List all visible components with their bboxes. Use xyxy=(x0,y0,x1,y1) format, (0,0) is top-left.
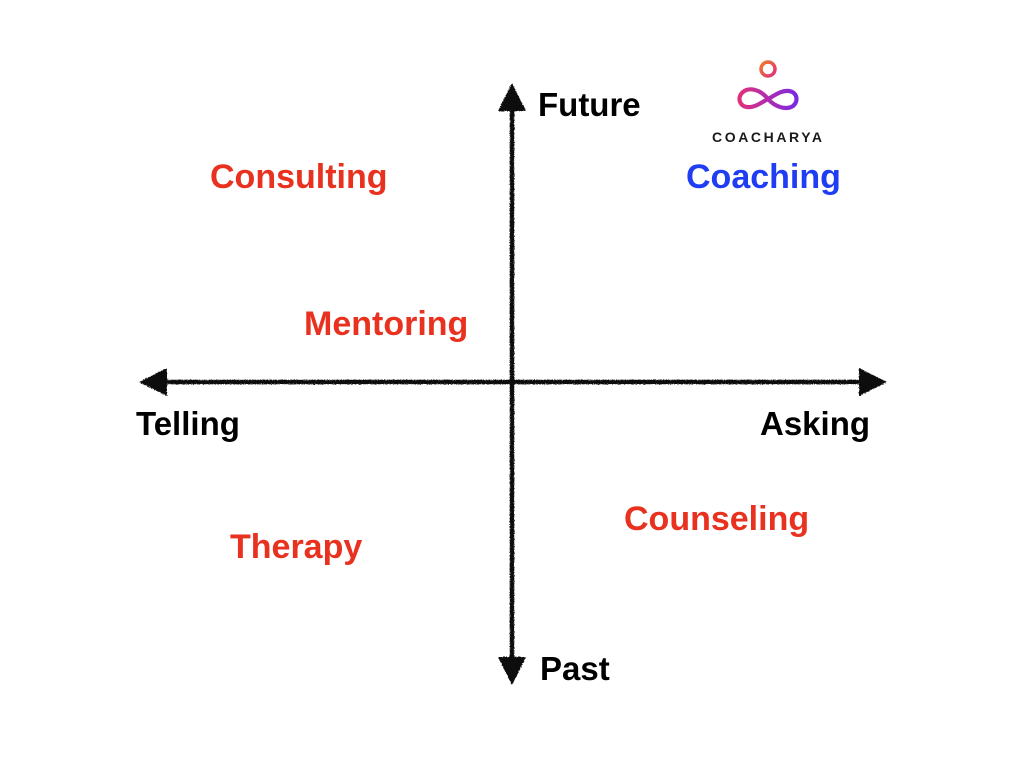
axis-label-asking: Asking xyxy=(760,405,871,442)
axis-label-future: Future xyxy=(538,86,641,123)
axis-label-past: Past xyxy=(540,650,610,687)
logo-text: COACHARYA xyxy=(712,129,825,145)
term-consulting: Consulting xyxy=(210,158,388,196)
arrow-right-icon xyxy=(859,368,887,396)
term-coaching: Coaching xyxy=(686,158,841,196)
infinity-person-icon xyxy=(737,60,799,111)
term-counseling: Counseling xyxy=(624,500,810,538)
arrow-left-icon xyxy=(139,368,167,396)
term-therapy: Therapy xyxy=(230,528,363,566)
axis-strokes xyxy=(139,83,887,685)
arrow-up-icon xyxy=(498,83,526,111)
axis-label-telling: Telling xyxy=(136,405,240,442)
arrow-down-icon xyxy=(498,657,526,685)
term-mentoring: Mentoring xyxy=(304,305,469,343)
coacharya-logo: COACHARYA xyxy=(706,58,836,150)
